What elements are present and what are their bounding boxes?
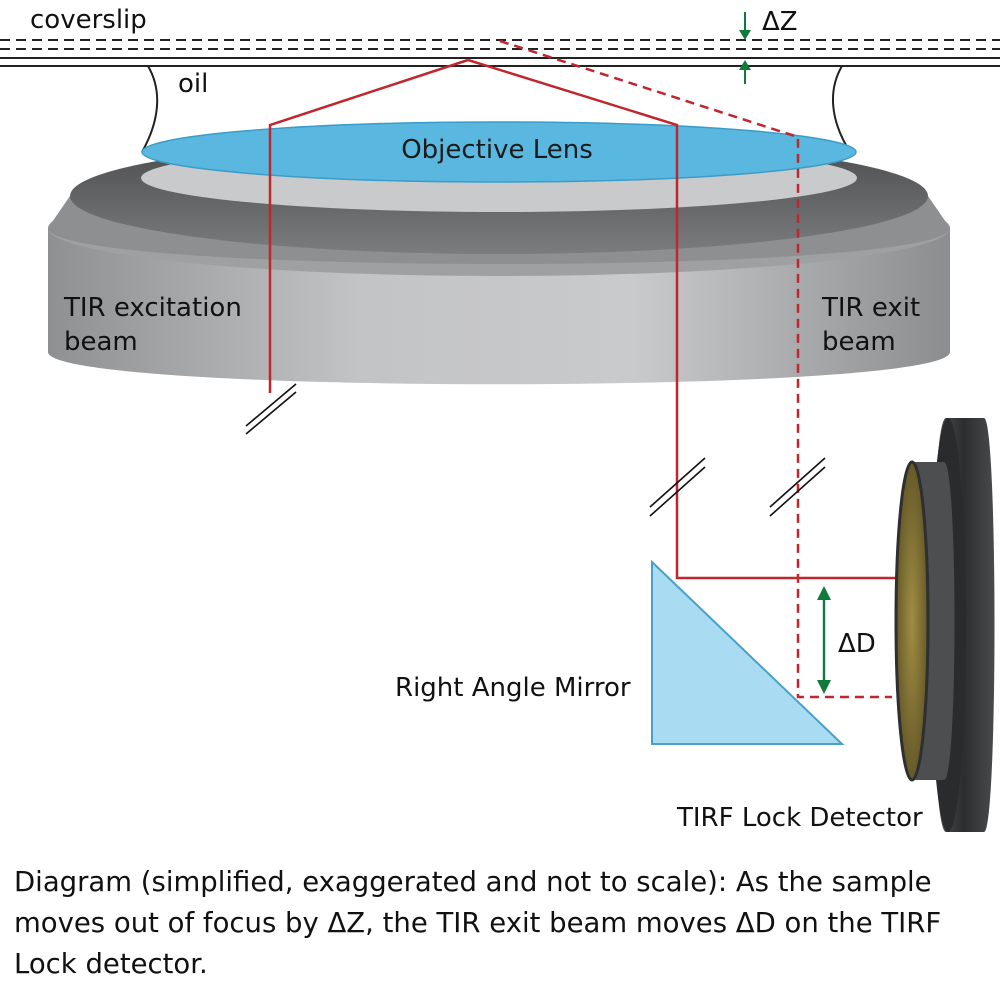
tir-exit-beam-shifted [499, 39, 892, 699]
mirror-label: Right Angle Mirror [395, 673, 631, 703]
break-mark-exit-b [649, 466, 706, 517]
coverslip-label: coverslip [30, 5, 147, 35]
break-mark-excitation-b [245, 391, 297, 435]
detector-label: TIRF Lock Detector [676, 803, 923, 833]
excitation-beam-label-line1: TIR excitation [63, 293, 242, 323]
exit-beam-shifted-path [499, 39, 892, 699]
tir-excitation-beam [268, 58, 469, 393]
break-mark-exit-a [649, 457, 706, 508]
objective-lens-label: Objective Lens [401, 135, 593, 165]
oil-meniscus-left [141, 65, 159, 153]
delta-d-arrow [817, 586, 831, 694]
delta-z-arrowhead-bottom [739, 60, 751, 70]
coverslip [0, 39, 1000, 67]
break-mark-shifted-a [769, 457, 826, 508]
exit-beam-label-line1: TIR exit [821, 293, 920, 323]
exit-beam-label-line2: beam [822, 327, 896, 357]
break-marks [245, 383, 826, 517]
delta-z-arrowhead-top [739, 30, 751, 40]
diagram-canvas: coverslip oil Objective Lens TIR excitat… [0, 5, 1000, 833]
delta-z-arrows [739, 12, 751, 84]
detector-sensor-face [894, 460, 930, 782]
oil-meniscus-right [832, 65, 851, 153]
tir-exit-beam [467, 58, 910, 580]
delta-d-arrowhead-top [817, 586, 831, 600]
exit-beam-path [467, 58, 910, 580]
break-mark-shifted-b [769, 466, 826, 517]
break-mark-excitation-a [245, 383, 297, 427]
excitation-beam-path [268, 58, 469, 393]
right-angle-mirror [651, 559, 845, 745]
diagram-caption: Diagram (simplified, exaggerated and not… [14, 866, 942, 980]
delta-z-label: ΔZ [762, 7, 798, 37]
delta-d-label: ΔD [838, 629, 876, 659]
oil-label: oil [178, 69, 208, 99]
excitation-beam-label-line2: beam [64, 327, 138, 357]
delta-d-arrowhead-bottom [817, 680, 831, 694]
tirf-lock-detector [894, 418, 995, 832]
